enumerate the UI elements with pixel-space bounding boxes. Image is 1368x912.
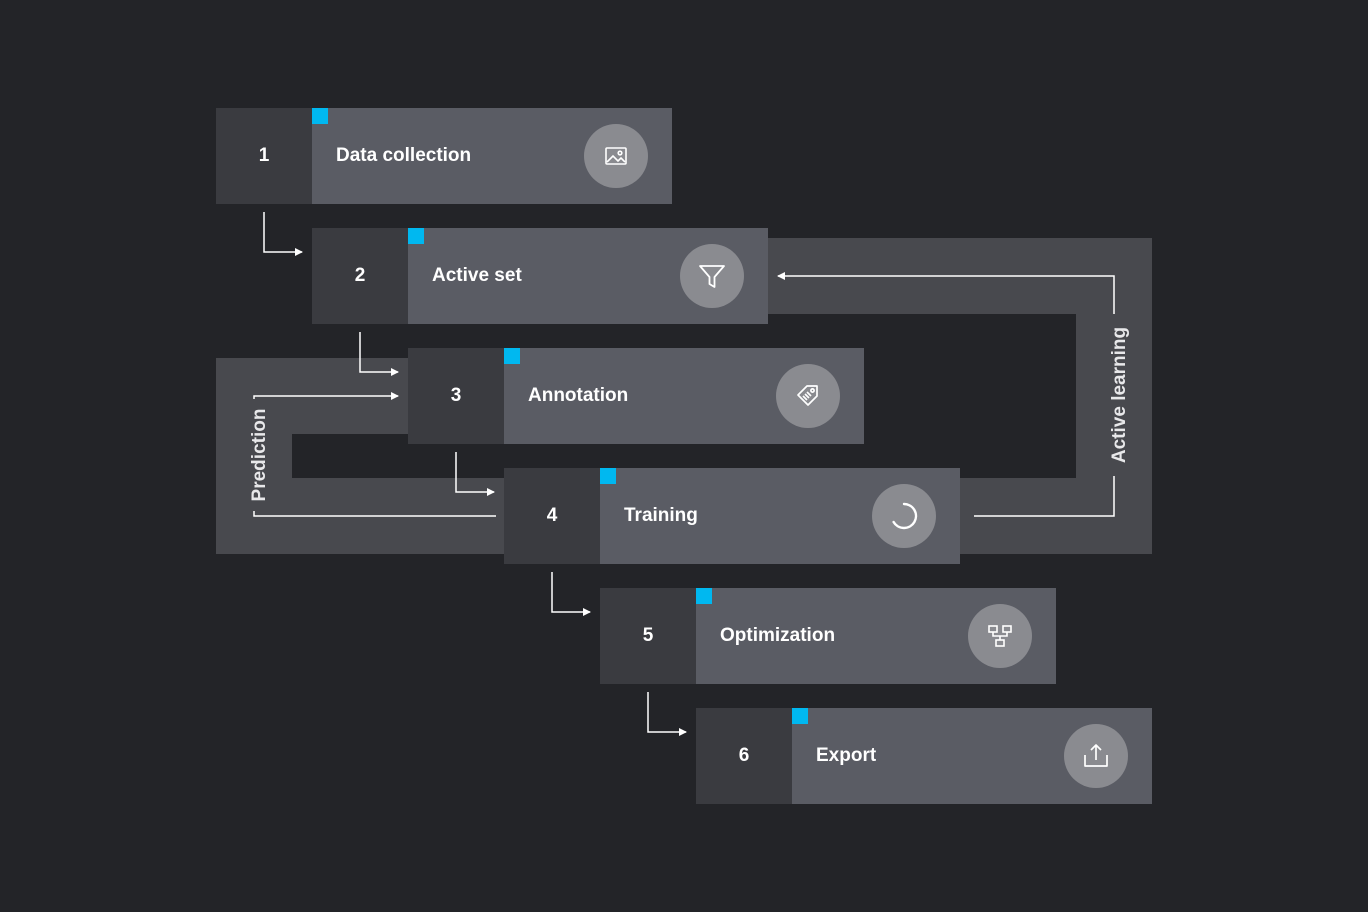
accent-marker xyxy=(408,228,424,244)
step-label: Annotation xyxy=(528,385,629,406)
step-number: 5 xyxy=(600,588,696,684)
step-body: Training xyxy=(600,468,960,564)
connector-2-3 xyxy=(359,332,399,376)
step-label: Training xyxy=(624,505,698,526)
accent-marker xyxy=(312,108,328,124)
step-label: Optimization xyxy=(720,625,836,646)
step-body: Optimization xyxy=(696,588,1056,684)
prediction-label: Prediction xyxy=(249,399,271,511)
accent-marker xyxy=(600,468,616,484)
step-body: Active set xyxy=(408,228,768,324)
image-icon xyxy=(584,124,648,188)
step-data-collection: 1 Data collection xyxy=(216,108,672,204)
accent-marker xyxy=(696,588,712,604)
step-number: 2 xyxy=(312,228,408,324)
step-number: 6 xyxy=(696,708,792,804)
step-annotation: 3 Annotation xyxy=(408,348,864,444)
step-export: 6 Export xyxy=(696,708,1152,804)
step-body: Annotation xyxy=(504,348,864,444)
step-number: 3 xyxy=(408,348,504,444)
upload-icon xyxy=(1064,724,1128,788)
accent-marker xyxy=(504,348,520,364)
step-body: Export xyxy=(792,708,1152,804)
connector-1-2 xyxy=(263,212,303,256)
connector-4-5 xyxy=(551,572,591,616)
spinner-icon xyxy=(872,484,936,548)
step-training: 4 Training xyxy=(504,468,960,564)
connector-5-6 xyxy=(647,692,687,736)
step-label: Active set xyxy=(432,265,522,286)
step-active-set: 2 Active set xyxy=(312,228,768,324)
active-learning-label: Active learning xyxy=(1109,314,1131,476)
filter-icon xyxy=(680,244,744,308)
step-label: Export xyxy=(816,745,877,766)
step-optimization: 5 Optimization xyxy=(600,588,1056,684)
connector-3-4 xyxy=(455,452,495,496)
tag-icon xyxy=(776,364,840,428)
step-label: Data collection xyxy=(336,145,472,166)
network-icon xyxy=(968,604,1032,668)
accent-marker xyxy=(792,708,808,724)
step-number: 4 xyxy=(504,468,600,564)
step-body: Data collection xyxy=(312,108,672,204)
step-number: 1 xyxy=(216,108,312,204)
